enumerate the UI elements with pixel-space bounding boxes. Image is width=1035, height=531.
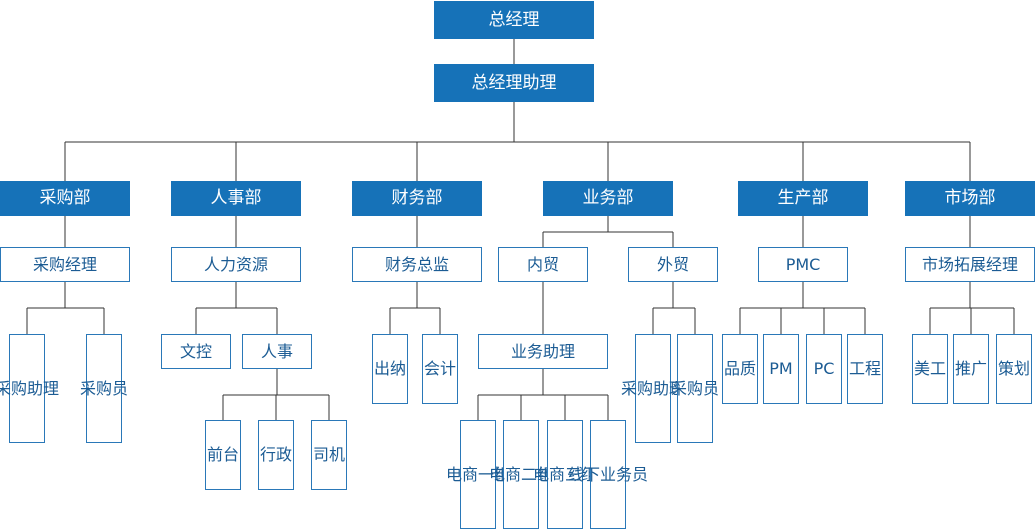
node-business-assistant: 业务助理 [478, 334, 608, 369]
node-personnel: 人事 [242, 334, 312, 369]
node-planning: 策划 [996, 334, 1032, 404]
node-cashier: 出纳 [372, 334, 408, 404]
node-purchasing-assistant: 采购助理 [0, 334, 59, 443]
node-accountant: 会计 [422, 334, 458, 404]
node-quality: 品质 [722, 334, 758, 404]
node-foreign-trade: 外贸 [628, 247, 718, 282]
node-ecom-group-1: 电商一组 [446, 420, 510, 529]
node-pmc: PMC [758, 247, 848, 282]
node-gm-assistant: 总经理助理 [434, 64, 594, 102]
node-production-dept: 生产部 [738, 181, 868, 216]
node-domestic-trade: 内贸 [498, 247, 588, 282]
node-purchasing-dept: 采购部 [0, 181, 130, 216]
node-reception: 前台 [205, 420, 241, 490]
node-offline-sales: 线下业务员 [568, 420, 648, 529]
node-hr-dept: 人事部 [171, 181, 301, 216]
node-market-expansion-manager: 市场拓展经理 [905, 247, 1035, 282]
node-hr-resources: 人力资源 [171, 247, 301, 282]
node-finance-dept: 财务部 [352, 181, 482, 216]
node-business-dept: 业务部 [543, 181, 673, 216]
node-marketing-dept: 市场部 [905, 181, 1035, 216]
node-gm: 总经理 [434, 1, 594, 39]
node-engineering: 工程 [847, 334, 883, 404]
node-art-design: 美工 [912, 334, 948, 404]
node-ecom-group-2: 电商二组 [489, 420, 553, 529]
node-ecom-group-3: 电商三组 [533, 420, 597, 529]
node-purchaser: 采购员 [80, 334, 128, 443]
node-foreign-purchaser: 采购员 [671, 334, 719, 443]
node-driver: 司机 [311, 420, 347, 490]
node-purchasing-manager: 采购经理 [0, 247, 130, 282]
node-finance-director: 财务总监 [352, 247, 482, 282]
node-clerical: 文控 [161, 334, 231, 369]
node-promotion: 推广 [953, 334, 989, 404]
node-administration: 行政 [258, 420, 294, 490]
